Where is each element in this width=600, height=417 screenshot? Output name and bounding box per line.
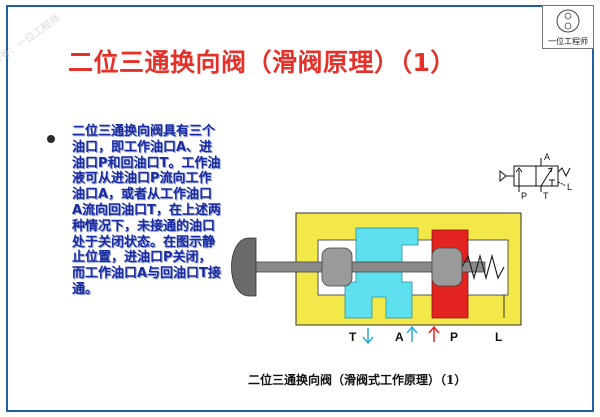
valve-section: T A P L [231, 212, 522, 345]
symbol-label-p: P [521, 191, 527, 201]
symbol-actuator-icon [499, 169, 507, 183]
logo-emblem [556, 9, 580, 33]
symbol-label-l: L [567, 182, 572, 192]
symbol-label-t: T [543, 191, 549, 201]
oil-chamber-at [344, 227, 419, 319]
port-label-t: T [349, 330, 357, 344]
port-t-arrow-icon [362, 328, 374, 345]
symbol-arrow-icon [515, 167, 523, 173]
spool-land-1 [321, 247, 353, 287]
spool-land-2 [431, 247, 463, 287]
logo: 一位工程师 [542, 5, 594, 49]
symbol-spring-icon [557, 167, 571, 178]
spring-icon [461, 253, 505, 281]
port-label-a: A [395, 330, 404, 344]
port-label-l: L [495, 330, 502, 344]
symbol-label-a: A [544, 152, 550, 162]
symbol-box-left [513, 165, 537, 187]
description-text: 二位三通换向阀具有三个油口，即工作油口A、进油口P和回油口T。工作油液可从进油口… [72, 124, 221, 297]
port-p-arrow-icon [428, 325, 440, 342]
diagram-caption: 二位三通换向阀（滑阀式工作原理）（1） [248, 373, 467, 387]
symbol-arrow-icon-2 [547, 167, 553, 173]
port-a-arrow-icon [406, 325, 418, 342]
logo-text: 一位工程师 [548, 37, 588, 46]
valve-symbol: A P T L [499, 152, 572, 201]
slide-frame [6, 5, 594, 412]
slide-title: 二位三通换向阀（滑阀原理）（1） [68, 48, 456, 77]
bullet-dot [47, 135, 55, 143]
port-label-p: P [450, 330, 458, 344]
push-knob [231, 237, 257, 297]
